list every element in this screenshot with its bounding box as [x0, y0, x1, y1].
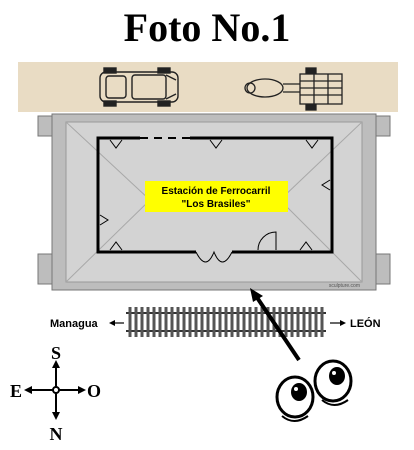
image-credit: sculpture.com [329, 283, 360, 289]
station-label-line2: "Los Brasiles" [182, 199, 251, 210]
direction-leon: LEÓN [350, 317, 381, 330]
compass-bottom: N [50, 424, 63, 444]
arrow-icon [250, 288, 301, 362]
doors [99, 139, 331, 263]
station-label-box [145, 181, 288, 212]
compass-top: S [51, 343, 61, 363]
compass-left: E [10, 381, 22, 401]
railway-track [126, 307, 326, 337]
compass-icon [24, 360, 86, 420]
eyes-icon [275, 359, 353, 422]
car-icon [99, 67, 179, 107]
station-building [96, 136, 334, 254]
direction-managua: Managua [50, 318, 99, 330]
page-title: Foto No.1 [123, 5, 291, 50]
compass-right: O [87, 381, 101, 401]
station-label-line1: Estación de Ferrocarril [162, 186, 271, 197]
cart-icon [244, 67, 343, 111]
